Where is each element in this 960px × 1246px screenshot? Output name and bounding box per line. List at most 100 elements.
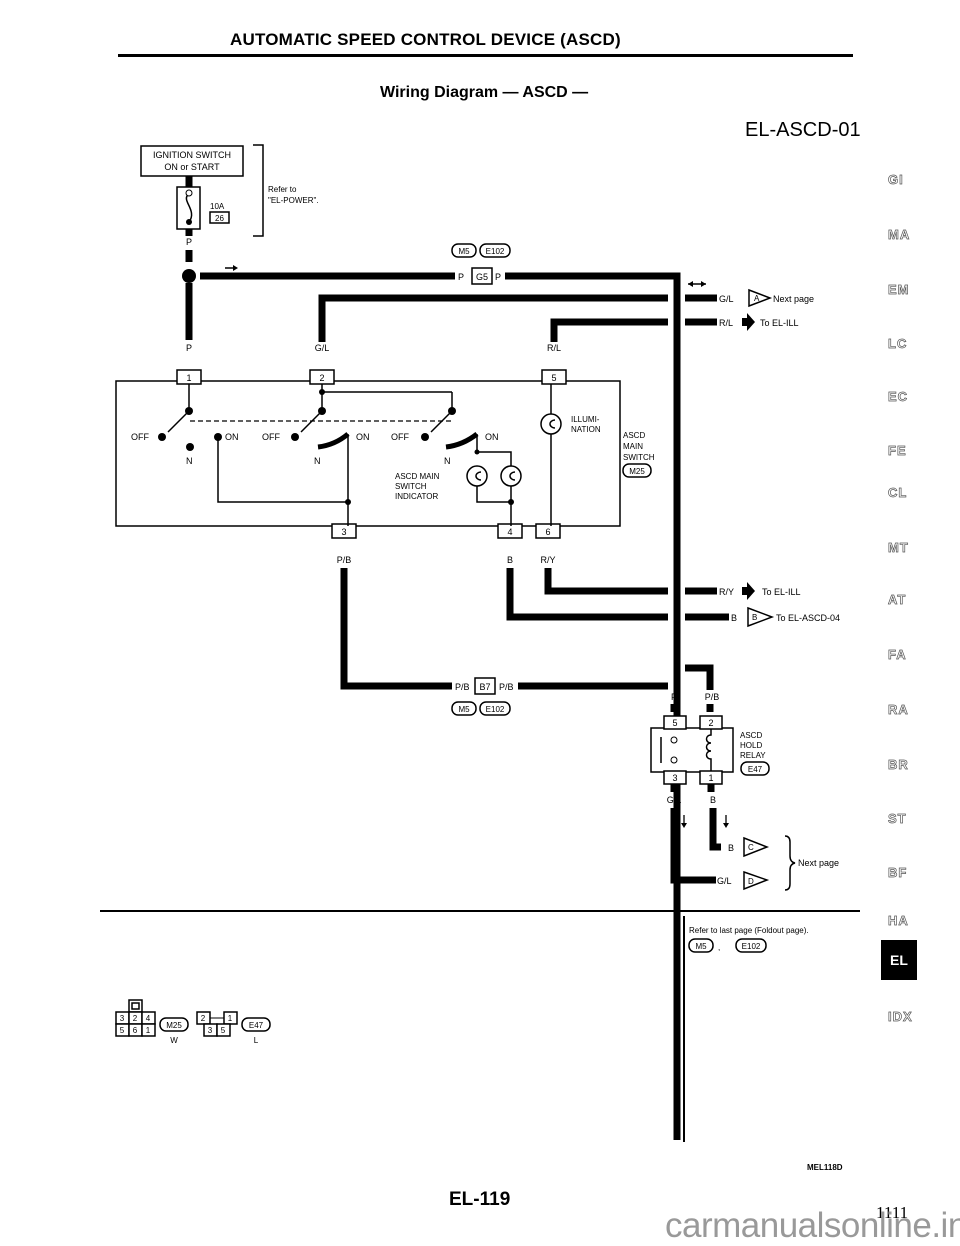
diagram-subtitle: Wiring Diagram — ASCD —: [380, 84, 589, 101]
sidebar-item-ma[interactable]: MA: [888, 227, 911, 243]
svg-text:E102: E102: [742, 942, 761, 951]
svg-text:ON: ON: [225, 432, 239, 442]
svg-text:R/Y: R/Y: [540, 555, 555, 565]
svg-text:HOLD: HOLD: [740, 741, 762, 750]
ascd-hold-relay-box: [650, 727, 734, 773]
svg-text:3: 3: [341, 527, 346, 537]
svg-text:R/Y: R/Y: [719, 587, 734, 597]
page-number: 1111: [876, 1203, 909, 1222]
svg-text:3: 3: [672, 773, 677, 783]
sidebar-item-ec[interactable]: EC: [888, 389, 909, 405]
svg-text:E47: E47: [249, 1021, 264, 1030]
sidebar-item-gi[interactable]: GI: [888, 172, 904, 188]
wire-gl: [318, 294, 668, 342]
svg-text:ASCD: ASCD: [623, 431, 645, 440]
ignition-label-2: ON or START: [164, 162, 220, 172]
fuse-number: 26: [215, 214, 224, 223]
svg-text:R/L: R/L: [547, 343, 561, 353]
svg-text:B: B: [731, 613, 737, 623]
svg-text:1: 1: [186, 373, 191, 383]
svg-text:Next page: Next page: [773, 294, 814, 304]
ignition-label-1: IGNITION SWITCH: [153, 150, 231, 160]
sidebar-item-br[interactable]: BR: [888, 757, 909, 773]
svg-text:1: 1: [708, 773, 713, 783]
sidebar-item-mt[interactable]: MT: [888, 540, 909, 556]
svg-text:P: P: [671, 692, 677, 702]
wire-rl: [550, 318, 668, 342]
svg-text:R/L: R/L: [719, 318, 733, 328]
header-rule: [118, 54, 853, 57]
svg-text:G/L: G/L: [719, 294, 734, 304]
svg-text:2: 2: [319, 373, 324, 383]
svg-text:G/L: G/L: [717, 876, 732, 886]
note-rule: [683, 916, 685, 1142]
svg-text:6: 6: [545, 527, 550, 537]
wire-b: [506, 568, 668, 621]
sidebar-item-bf[interactable]: BF: [888, 865, 908, 881]
sidebar-item-at[interactable]: AT: [888, 592, 907, 608]
svg-text:ILLUMI-: ILLUMI-: [571, 415, 600, 424]
svg-text:B: B: [710, 795, 716, 805]
svg-text:G/L: G/L: [667, 795, 682, 805]
svg-text:To EL-ILL: To EL-ILL: [760, 318, 799, 328]
svg-text:D: D: [748, 877, 754, 886]
ascd-main-switch-box: [115, 380, 621, 527]
svg-text:5: 5: [221, 1026, 226, 1035]
connector-view-m25: 3 2 4 5 6 1 M25 W: [115, 999, 189, 1045]
svg-text:Next page: Next page: [798, 858, 839, 868]
sidebar-item-ra[interactable]: RA: [888, 702, 909, 718]
svg-text:6: 6: [133, 1026, 138, 1035]
svg-text:5: 5: [672, 718, 677, 728]
refer-text-1: Refer to: [268, 185, 297, 194]
fuse-rating: 10A: [210, 202, 225, 211]
svg-text:M25: M25: [166, 1021, 182, 1030]
sidebar-item-ha[interactable]: HA: [888, 913, 909, 929]
sidebar-item-st[interactable]: ST: [888, 811, 907, 827]
svg-text:3: 3: [120, 1014, 125, 1023]
sidebar-item-el-active[interactable]: EL: [881, 940, 917, 980]
illumination-lamp-icon: [540, 413, 562, 435]
svg-text:OFF: OFF: [391, 432, 409, 442]
svg-text:SWITCH: SWITCH: [623, 453, 655, 462]
pin-5: 5: [541, 369, 567, 385]
svg-text:B: B: [728, 843, 734, 853]
svg-text:NATION: NATION: [571, 425, 601, 434]
pin-4: 4: [497, 523, 523, 539]
watermark: carmanualsonline.info: [665, 1206, 960, 1245]
refer-text-2: "EL-POWER".: [268, 196, 319, 205]
sidebar-item-em[interactable]: EM: [888, 282, 910, 298]
svg-text:A: A: [754, 294, 760, 303]
sidebar-item-fe[interactable]: FE: [888, 443, 907, 459]
sidebar-item-fa[interactable]: FA: [888, 647, 907, 663]
section-divider: [100, 910, 860, 912]
svg-text:,: ,: [718, 943, 720, 952]
svg-text:E47: E47: [748, 765, 763, 774]
svg-text:ASCD MAIN: ASCD MAIN: [395, 472, 440, 481]
svg-text:G/L: G/L: [315, 343, 330, 353]
connector-d-icon: D: [743, 870, 770, 891]
svg-text:C: C: [748, 843, 754, 852]
sidebar-item-idx[interactable]: IDX: [888, 1009, 913, 1025]
svg-text:N: N: [186, 456, 193, 466]
connector-b-icon: B: [747, 606, 775, 628]
svg-text:E102: E102: [486, 247, 505, 256]
svg-text:P: P: [495, 272, 501, 282]
svg-text:M5: M5: [695, 942, 707, 951]
indicator-lamp-icon: [466, 465, 522, 487]
sidebar-item-cl[interactable]: CL: [888, 485, 908, 501]
connector-b7: [474, 677, 496, 695]
svg-text:ASCD: ASCD: [740, 731, 762, 740]
svg-text:3: 3: [208, 1026, 213, 1035]
page-header-title: AUTOMATIC SPEED CONTROL DEVICE (ASCD): [230, 30, 621, 49]
svg-text:N: N: [314, 456, 321, 466]
svg-text:E102: E102: [486, 705, 505, 714]
svg-text:P/B: P/B: [455, 682, 470, 692]
svg-text:5: 5: [120, 1026, 125, 1035]
sidebar-item-lc[interactable]: LC: [888, 336, 908, 352]
relay-pin-2: 2: [699, 715, 723, 730]
svg-text:OFF: OFF: [262, 432, 280, 442]
connector-c-icon: C: [743, 836, 770, 858]
svg-text:SWITCH: SWITCH: [395, 482, 427, 491]
svg-text:OFF: OFF: [131, 432, 149, 442]
